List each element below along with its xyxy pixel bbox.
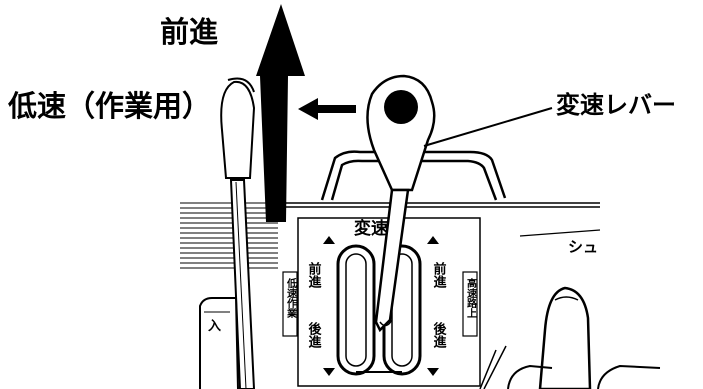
plate-left-lower: 後進 [306,321,322,349]
plate-right-upper: 前進 [431,261,447,289]
console-edge [282,202,600,208]
plate-title: 変速 [354,218,388,239]
direction-arrow [298,98,356,120]
forward-arrow [256,4,305,222]
side-badge-left [282,271,298,337]
left-knob [199,297,239,389]
gate-arrow-right [427,236,439,244]
side-badge-right [462,271,478,337]
gate-arrow-left [323,236,335,244]
left-knob-text: 入 [208,319,221,334]
lever-leader-line [423,107,553,147]
plate-left-upper: 前進 [306,261,322,289]
forward-label: 前進 [160,15,219,49]
side-badge-left-text: 低速作業 [285,277,298,319]
low-speed-label: 低速（作業用） [8,89,212,123]
shift-lever-knob [384,90,418,124]
shift-lever [366,74,436,333]
corner-text: シュ [568,238,598,256]
hatched-panel [178,200,280,270]
side-badge-right-text: 高速路上 [465,277,477,318]
gate-slot-left [336,244,376,376]
low-speed-lever [220,77,256,389]
shift-lever-label: 変速レバー [556,91,676,119]
right-hardware [479,229,661,389]
plate-right-lower: 後進 [431,321,447,349]
